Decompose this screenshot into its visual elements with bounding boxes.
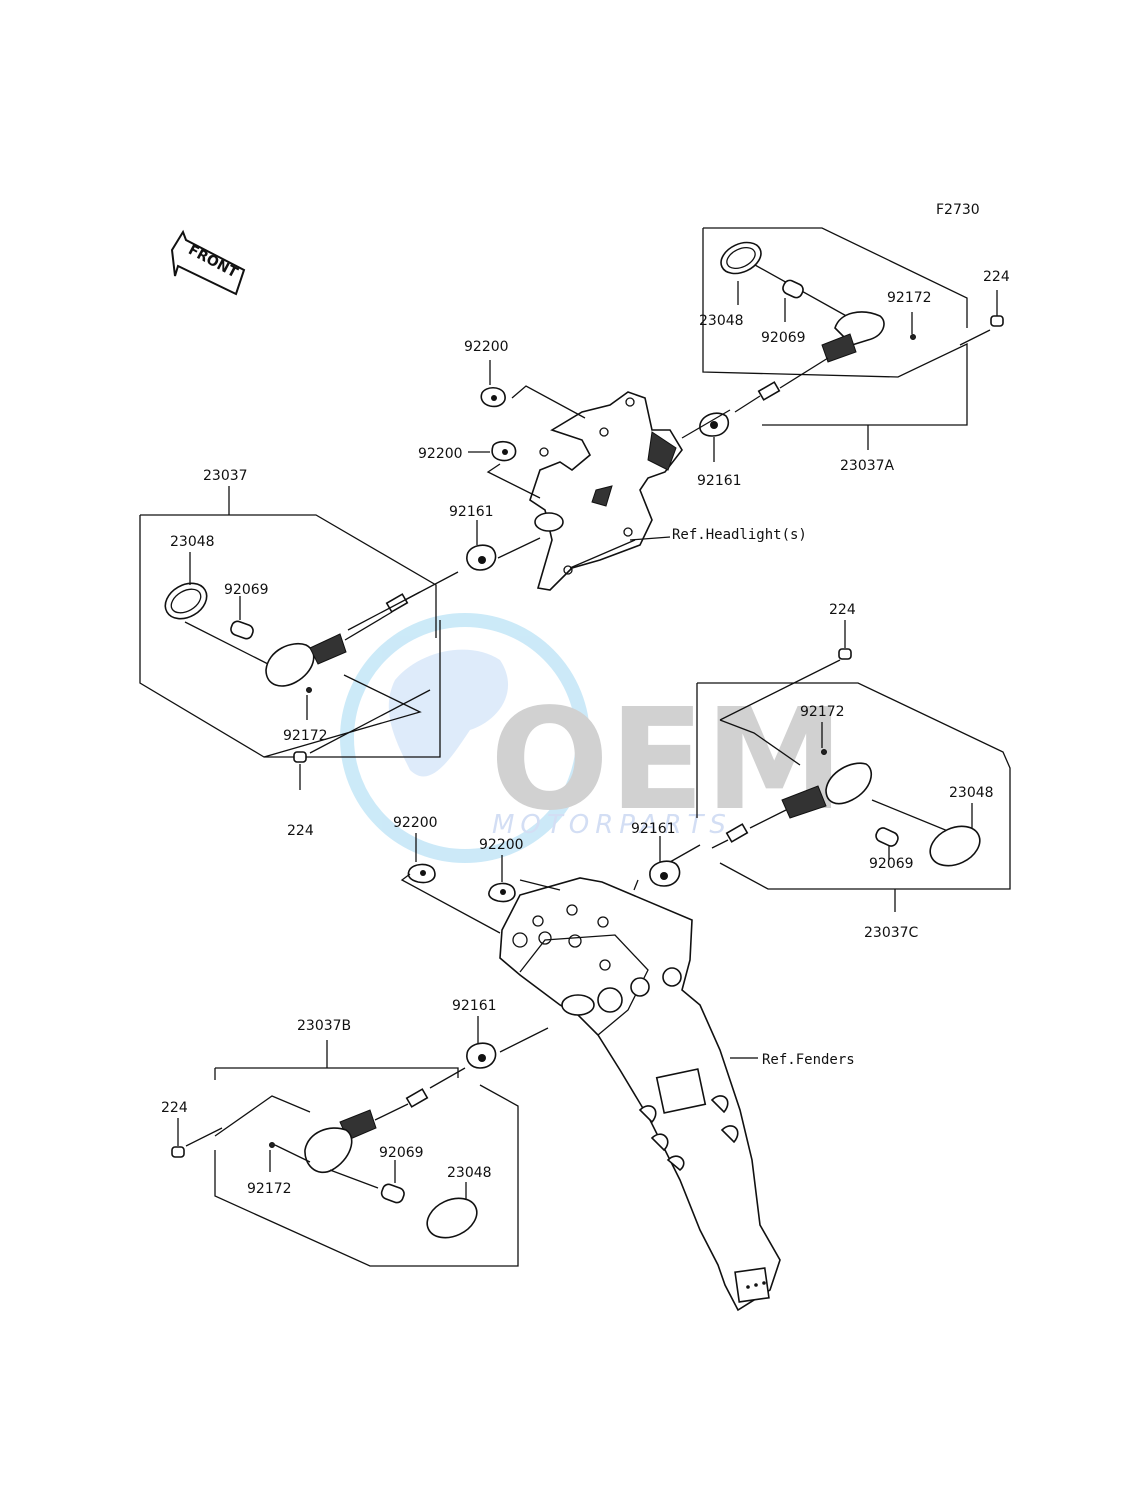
screw-92172-left <box>306 687 312 693</box>
label-92069-a: 92069 <box>761 330 806 346</box>
turn-signal-stem-left <box>309 633 347 665</box>
bolt-224-a <box>990 315 1004 327</box>
label-92069-bottom: 92069 <box>379 1145 424 1161</box>
assembly-23037C: 224 92172 23048 92069 92161 23037C <box>631 602 1011 941</box>
bulb-92069-a <box>782 279 804 299</box>
ref-fenders-label: Ref.Fenders <box>762 1052 855 1068</box>
turn-signal-housing-bottom <box>304 1127 353 1174</box>
watermark-brand: OEM <box>490 679 844 842</box>
label-92200-top2: 92200 <box>418 446 463 462</box>
turn-signal-stem-right <box>781 785 827 819</box>
label-23048-right: 23048 <box>949 785 994 801</box>
label-224-right: 224 <box>829 602 856 618</box>
turn-signal-stem-a <box>821 333 857 363</box>
label-92172-bottom: 92172 <box>247 1181 292 1197</box>
label-92161-bottom: 92161 <box>452 998 497 1014</box>
label-92200-mid1: 92200 <box>393 815 438 831</box>
watermark-globe-continent <box>388 649 509 777</box>
label-92172-right: 92172 <box>800 704 845 720</box>
screw-92172-bottom <box>269 1142 275 1148</box>
front-arrow-icon: FRONT <box>170 229 246 296</box>
screw-92172-a <box>910 334 916 340</box>
diagram-code: F2730 <box>936 202 980 218</box>
label-23048-left: 23048 <box>170 534 215 550</box>
label-92161-right: 92161 <box>631 821 676 837</box>
front-bracket: 92200 92200 92161 Ref.Headlight(s) <box>418 339 807 591</box>
rear-fender-bracket: 92200 92200 Ref.Fenders <box>393 815 855 1312</box>
lens-23048-left <box>164 582 208 620</box>
turn-signal-housing-right <box>825 762 873 805</box>
assembly-23037B: 23037B 92161 224 92069 23048 92172 <box>161 998 549 1267</box>
bulb-92069-left <box>230 620 254 640</box>
label-23037: 23037 <box>203 468 248 484</box>
label-224-a: 224 <box>983 269 1010 285</box>
label-23037B: 23037B <box>297 1018 351 1034</box>
ref-headlight-label: Ref.Headlight(s) <box>672 527 807 543</box>
lens-23048-a <box>720 241 762 275</box>
bulb-92069-bottom <box>380 1183 405 1204</box>
label-92069-left: 92069 <box>224 582 269 598</box>
bolt-224-left <box>293 751 307 763</box>
bulb-92069-right <box>875 827 899 847</box>
lens-23048-bottom <box>426 1197 478 1239</box>
watermark-globe-ring <box>340 613 590 863</box>
bolt-224-bottom <box>171 1146 185 1158</box>
assembly-23037A: 23048 92069 92172 224 23037A 92161 <box>697 227 1010 489</box>
label-224-left: 224 <box>287 823 314 839</box>
bolt-224-right <box>838 648 852 660</box>
label-92161-a: 92161 <box>697 473 742 489</box>
assembly-23037: 23037 23048 92069 92172 224 <box>139 468 459 839</box>
lens-23048-right <box>929 825 981 867</box>
label-23048-bottom: 23048 <box>447 1165 492 1181</box>
turn-signal-housing-left <box>265 643 315 687</box>
label-92069-right: 92069 <box>869 856 914 872</box>
screw-92172-right <box>821 749 827 755</box>
label-92172-a: 92172 <box>887 290 932 306</box>
label-92200-top1: 92200 <box>464 339 509 355</box>
label-92172-left: 92172 <box>283 728 328 744</box>
watermark: OEM MOTORPARTS <box>340 613 844 863</box>
label-23037C: 23037C <box>864 925 919 941</box>
label-23048-a: 23048 <box>699 313 744 329</box>
label-23037A: 23037A <box>840 458 895 474</box>
label-92200-mid2: 92200 <box>479 837 524 853</box>
watermark-subtitle: MOTORPARTS <box>492 810 732 840</box>
label-224-bottom: 224 <box>161 1100 188 1116</box>
label-92161-top-left: 92161 <box>449 504 494 520</box>
